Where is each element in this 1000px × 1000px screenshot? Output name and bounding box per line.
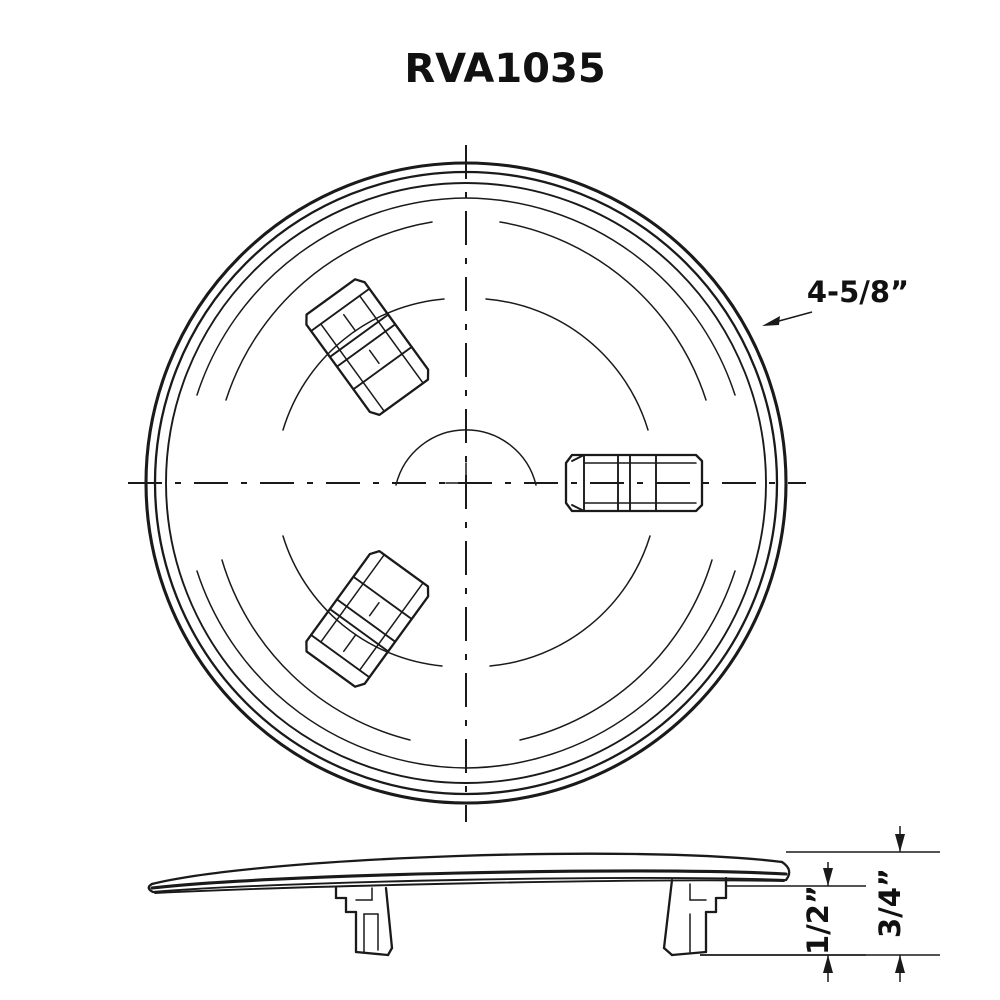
clip-ul-inner-left xyxy=(320,323,386,413)
half-arrowhead-top xyxy=(823,868,833,886)
clip-ul-endcap xyxy=(310,287,371,332)
flange-circle xyxy=(165,182,767,784)
side-face-outline xyxy=(150,869,788,890)
clip-ll-inner-right xyxy=(358,582,424,671)
side-right-end-cap xyxy=(780,860,791,882)
recess-arc-bottom-right xyxy=(465,570,736,769)
tq-arrowhead-top xyxy=(895,834,905,852)
clip-ll-inner-left xyxy=(320,553,386,643)
side-clip-r-left-wall xyxy=(662,878,674,950)
clip-ul-rib-3 xyxy=(352,346,413,391)
half-arrowhead-bottom xyxy=(823,955,833,973)
inner-dome-arc-group xyxy=(282,298,651,667)
side-clip-bottom xyxy=(354,950,390,957)
side-top-surface xyxy=(150,852,784,886)
diameter-dimension: 4-5/8” xyxy=(762,275,909,326)
dome-arc-se xyxy=(489,535,651,667)
clip-ul-slot-1 xyxy=(342,313,357,332)
clip-tab-right xyxy=(564,453,704,513)
side-clip-assembly-right xyxy=(662,876,728,957)
recess-arc-group xyxy=(196,197,736,769)
clip-ul-outline xyxy=(305,278,430,417)
dome-arc-nw xyxy=(282,298,445,431)
tq-arrowhead-bottom xyxy=(895,955,905,973)
side-clip-r-bottom xyxy=(670,950,708,957)
three-quarter-inch-dimension-label: 3/4” xyxy=(873,868,907,938)
height-dimension-three-quarter: 3/4” xyxy=(700,826,940,982)
clip-ul-slot-2 xyxy=(368,349,380,365)
diameter-leader-arrowhead xyxy=(762,316,780,326)
dome-arc-ne xyxy=(485,298,649,431)
clip-tab-upper-left xyxy=(305,278,430,417)
recess-arc-top-left xyxy=(196,197,467,396)
clip-right-outline xyxy=(564,453,704,513)
side-left-end-cap xyxy=(147,882,155,894)
secondary-arc-nw xyxy=(225,221,433,401)
clip-right-chamfer-top xyxy=(571,454,585,462)
clip-ll-rib-3 xyxy=(352,575,413,620)
diameter-dimension-label: 4-5/8” xyxy=(807,275,909,309)
clip-ul-inner-right xyxy=(358,295,424,384)
secondary-arc-se xyxy=(519,559,713,741)
side-underside xyxy=(154,879,785,894)
drawing-title: RVA1035 xyxy=(404,46,605,92)
clip-ll-slot-2 xyxy=(368,601,380,617)
recess-arc-top-right xyxy=(465,197,736,396)
clip-ll-slot-1 xyxy=(342,634,357,653)
dome-arc-sw xyxy=(282,535,443,667)
side-clip-assembly xyxy=(334,886,394,957)
side-face-underline xyxy=(152,876,787,893)
clip-right-chamfer-bottom xyxy=(571,504,585,512)
side-clip-right-wall xyxy=(384,886,394,950)
secondary-arc-ne xyxy=(499,221,707,401)
side-clip-r-bottom-chamfer xyxy=(662,946,674,957)
clip-tab-lower-left xyxy=(305,549,430,688)
recess-arc-bottom-left xyxy=(196,570,467,769)
clip-ll-endcap xyxy=(310,634,371,679)
center-mark xyxy=(445,462,487,504)
top-view xyxy=(128,145,806,822)
half-inch-dimension-label: 1/2” xyxy=(801,885,835,955)
side-profile-view xyxy=(147,852,791,957)
secondary-arc-sw xyxy=(221,559,411,741)
clip-ll-outline xyxy=(305,549,430,688)
side-clip-bottom-chamfer xyxy=(386,946,394,957)
secondary-arc-group xyxy=(221,221,713,741)
